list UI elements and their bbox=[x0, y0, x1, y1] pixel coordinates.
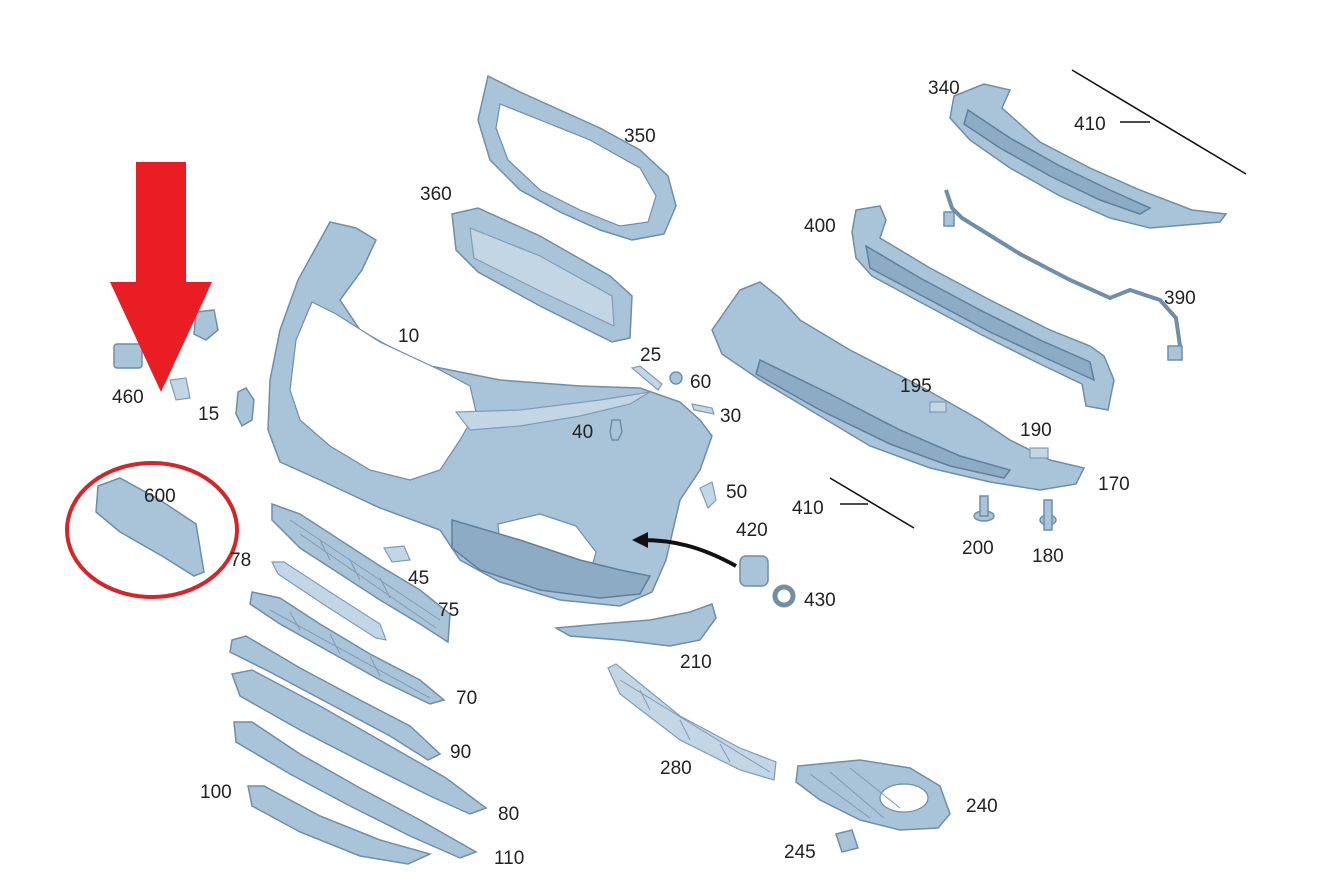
part-15-bracket bbox=[235, 387, 255, 428]
label-78: 78 bbox=[230, 550, 251, 571]
label-170: 170 bbox=[1098, 474, 1130, 495]
part-45-clip bbox=[383, 545, 411, 563]
label-60: 60 bbox=[690, 372, 711, 393]
label-420: 420 bbox=[736, 520, 768, 541]
red-down-arrow bbox=[110, 162, 212, 392]
part-170-undertray bbox=[711, 281, 1086, 491]
label-15: 15 bbox=[198, 404, 219, 425]
label-340: 340 bbox=[928, 78, 960, 99]
label-45: 45 bbox=[408, 568, 429, 589]
part-600-license-plate-holder bbox=[95, 477, 205, 577]
part-70-grille bbox=[249, 591, 446, 705]
part-340-upper-absorber bbox=[949, 83, 1228, 229]
label-410-top: 410 bbox=[1074, 114, 1106, 135]
label-50: 50 bbox=[726, 482, 747, 503]
label-40: 40 bbox=[572, 422, 593, 443]
label-25: 25 bbox=[640, 345, 661, 366]
part-400-impact-bar bbox=[851, 205, 1115, 411]
label-350: 350 bbox=[624, 126, 656, 147]
label-240: 240 bbox=[966, 796, 998, 817]
label-100: 100 bbox=[200, 782, 232, 803]
label-110: 110 bbox=[494, 848, 524, 869]
part-280-mesh-strip bbox=[607, 663, 777, 781]
label-90: 90 bbox=[450, 742, 471, 763]
black-curved-arrow bbox=[632, 532, 737, 568]
label-410-mid: 410 bbox=[792, 498, 824, 519]
red-highlight-circle bbox=[65, 461, 239, 599]
part-180-push-pin bbox=[1039, 499, 1057, 531]
part-25-clip bbox=[630, 365, 663, 391]
part-360-grille-insert bbox=[451, 207, 633, 343]
label-200: 200 bbox=[962, 538, 994, 559]
label-180: 180 bbox=[1032, 546, 1064, 567]
label-10: 10 bbox=[398, 326, 419, 347]
part-190-clip bbox=[1029, 447, 1049, 459]
label-75: 75 bbox=[438, 600, 459, 621]
label-80: 80 bbox=[498, 804, 519, 825]
part-390-wiring-harness bbox=[944, 189, 1183, 358]
label-600: 600 bbox=[144, 486, 176, 507]
part-430-sensor-ring bbox=[772, 584, 796, 608]
part-100-trim-strip bbox=[233, 721, 478, 859]
label-400: 400 bbox=[804, 216, 836, 237]
label-360: 360 bbox=[420, 184, 452, 205]
part-80-trim-frame bbox=[230, 669, 488, 815]
part-60-screw bbox=[669, 371, 683, 385]
part-200-push-pin bbox=[973, 495, 995, 522]
label-390: 390 bbox=[1164, 288, 1196, 309]
part-195-clip bbox=[929, 401, 947, 413]
part-350-upper-frame bbox=[477, 74, 677, 241]
part-390-connector bbox=[943, 211, 955, 227]
part-420-parking-sensor bbox=[739, 555, 769, 587]
part-245-clip bbox=[835, 829, 859, 853]
label-280: 280 bbox=[660, 758, 692, 779]
part-30-clip bbox=[691, 403, 715, 415]
leader-line-410-top bbox=[1071, 69, 1247, 175]
part-10-bumper-cover bbox=[267, 221, 713, 607]
part-78-trim-strip bbox=[271, 561, 387, 641]
part-40-screw bbox=[609, 419, 623, 441]
part-110-trim-strip bbox=[247, 785, 433, 865]
label-30: 30 bbox=[720, 406, 741, 427]
part-240-fog-lamp-bezel bbox=[795, 759, 951, 831]
part-390-connector-end bbox=[1167, 345, 1183, 361]
label-430: 430 bbox=[804, 590, 836, 611]
label-460: 460 bbox=[112, 387, 144, 408]
label-245: 245 bbox=[784, 842, 816, 863]
part-210-lower-lip bbox=[553, 603, 717, 647]
label-195: 195 bbox=[900, 376, 932, 397]
part-75-lower-grille bbox=[271, 502, 451, 644]
leader-line-410-mid bbox=[829, 477, 915, 529]
part-90-trim-strip bbox=[229, 635, 442, 761]
label-190: 190 bbox=[1020, 420, 1052, 441]
part-50-clip bbox=[699, 481, 717, 510]
part-460-sensor-bracket bbox=[113, 309, 219, 401]
label-70: 70 bbox=[456, 688, 477, 709]
label-210: 210 bbox=[680, 652, 712, 673]
